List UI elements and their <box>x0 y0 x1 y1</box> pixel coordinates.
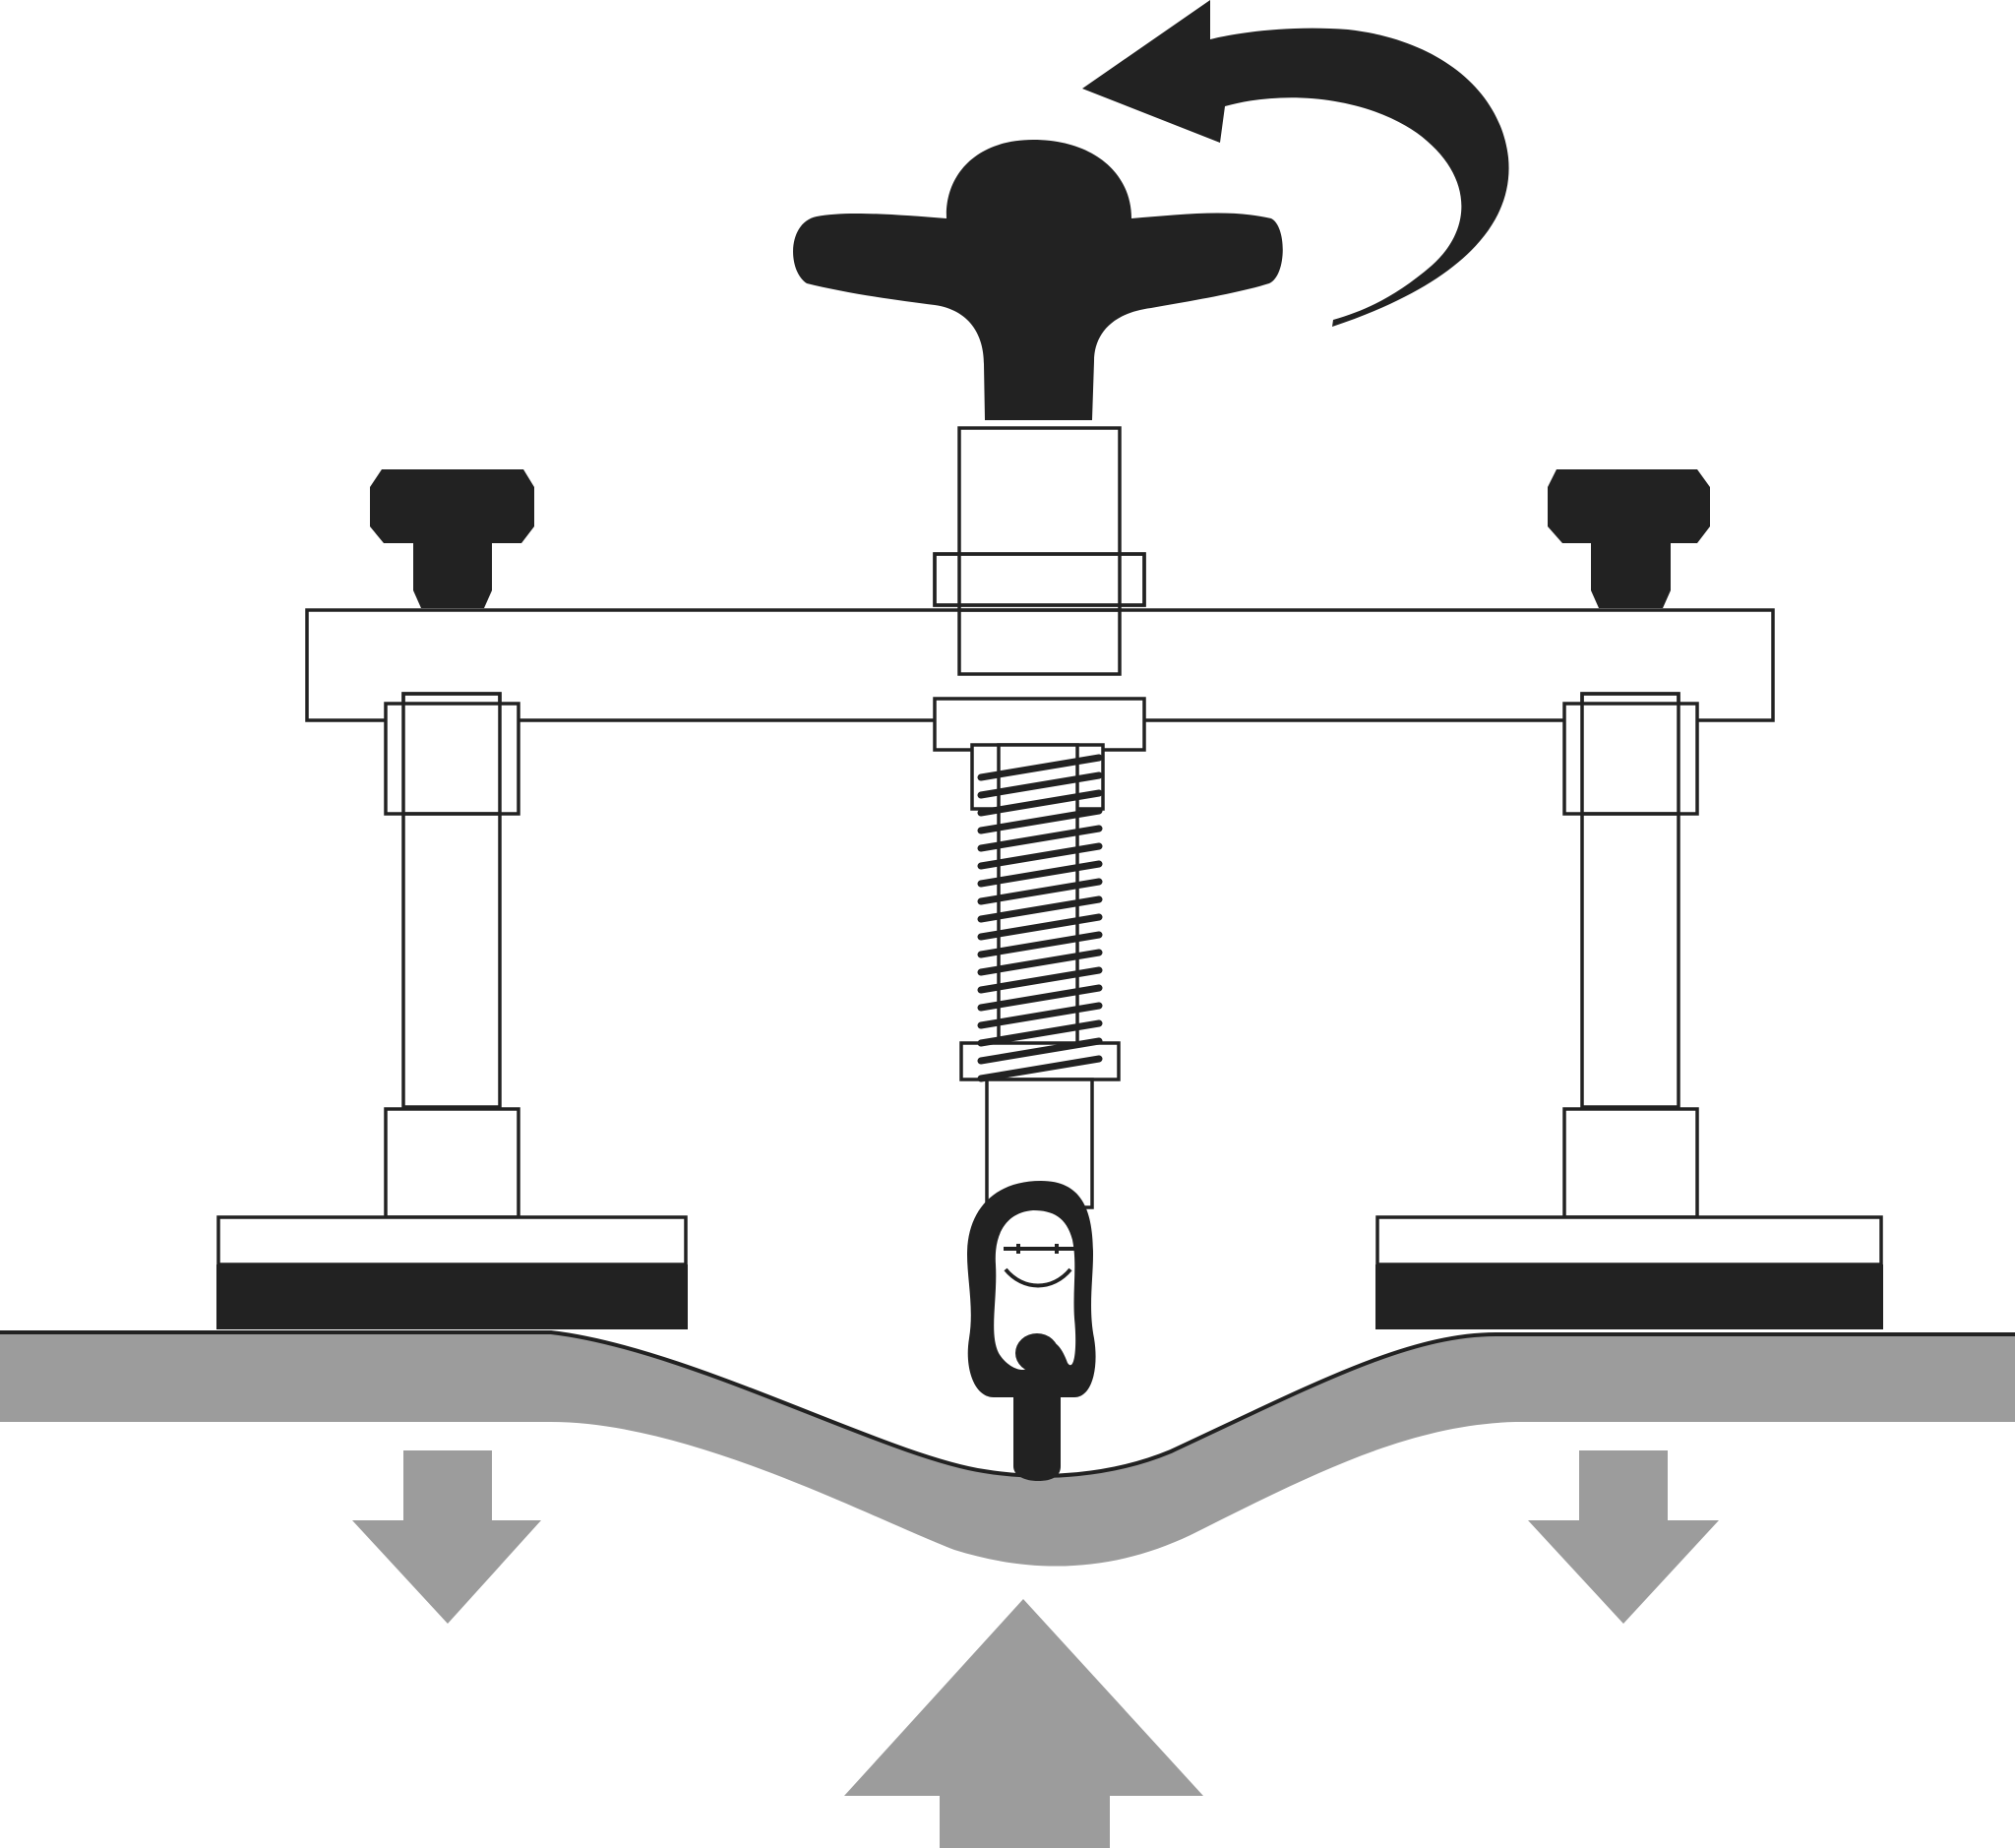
center-collar-lower <box>957 608 1122 676</box>
adjuster-knob-left <box>370 469 534 608</box>
glue-tab <box>967 1181 1096 1481</box>
center-collar-ring-crossbar <box>933 552 1146 607</box>
wing-knob <box>793 140 1283 420</box>
support-leg-left <box>384 692 520 1219</box>
force-arrow-down-right <box>1528 1450 1719 1624</box>
body-panel <box>0 1332 2015 1567</box>
rotation-arrow <box>1082 0 1509 327</box>
force-arrow-down-left <box>352 1450 541 1624</box>
suction-foot-right <box>1375 1215 1883 1329</box>
support-leg-right <box>1562 692 1699 1219</box>
compression-spring <box>977 754 1103 1082</box>
panel-top-edge <box>0 1330 2015 1478</box>
adjuster-knob-right <box>1548 469 1710 608</box>
center-screw <box>933 697 1146 1209</box>
suction-foot-left <box>216 1215 688 1329</box>
force-arrow-up <box>844 1599 1203 1848</box>
